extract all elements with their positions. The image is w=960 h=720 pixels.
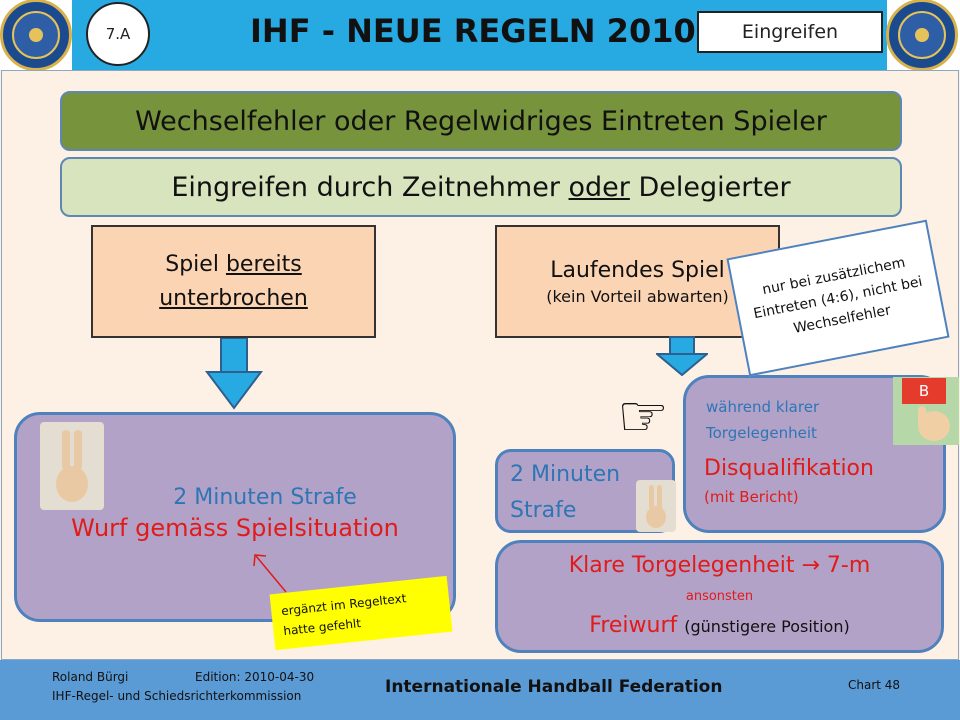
box-game-interrupted: Spiel bereits unterbrochen <box>91 225 376 338</box>
annotation-arrow-icon <box>253 554 287 593</box>
otherwise-text: ansonsten <box>685 589 754 604</box>
two-min-text-2: Strafe <box>510 498 577 523</box>
box-clear-chance: Klare Torgelegenheit → 7-m ansonsten Fre… <box>495 540 944 653</box>
clear-chance-line: Klare Torgelegenheit → 7-m <box>498 553 941 578</box>
better-position-text: (günstigere Position) <box>684 617 850 636</box>
chart-number-badge: 7.A <box>86 2 150 66</box>
disq-text-1: während klarer <box>706 398 820 416</box>
ihf-logo-right <box>886 0 958 71</box>
page-title: IHF - NEUE REGELN 2010 <box>250 12 696 50</box>
ihf-logo-left <box>0 0 72 71</box>
penalty-2min-text: 2 Minuten Strafe <box>173 485 357 510</box>
topic-label: Eingreifen <box>697 11 883 53</box>
pointing-hand-icon: ☞ <box>617 382 669 450</box>
disq-text-2: Torgelegenheit <box>706 424 817 442</box>
two-min-text-1: 2 Minuten <box>510 462 621 487</box>
header-bar-violation: Wechselfehler oder Regelwidriges Eintret… <box>60 91 902 151</box>
interrupted-text-2: unterbrochen <box>159 285 308 311</box>
footer: Roland Bürgi Edition: 2010-04-30 IHF-Reg… <box>0 660 960 720</box>
footer-organization: Internationale Handball Federation <box>385 677 723 697</box>
disq-text-3: Disqualifikation <box>704 456 874 481</box>
footer-edition: Edition: 2010-04-30 <box>195 670 315 684</box>
running-game-subtitle: (kein Vorteil abwarten) <box>546 286 729 306</box>
intervention-text-1: Eingreifen durch Zeitnehmer <box>171 171 569 203</box>
two-fingers-small-icon <box>636 480 676 532</box>
intervention-text-2: Delegierter <box>629 171 791 203</box>
interrupted-text-1: Spiel <box>165 251 226 277</box>
card-letter: B <box>902 378 946 404</box>
disq-text-4: (mit Bericht) <box>704 488 799 506</box>
footer-committee: IHF-Regel- und Schiedsrichterkommission <box>52 689 302 703</box>
clear-chance-text: Klare Torgelegenheit <box>568 553 802 578</box>
arrow-down-left-icon <box>205 338 263 410</box>
two-fingers-hand-icon <box>40 422 104 510</box>
running-game-title: Laufendes Spiel <box>550 257 725 283</box>
arrow-down-right-icon <box>656 336 708 376</box>
throw-game-situation-text: Wurf gemäss Spielsituation <box>71 514 399 542</box>
header-bar-intervention: Eingreifen durch Zeitnehmer oder Delegie… <box>60 157 902 217</box>
footer-author: Roland Bürgi <box>52 670 129 684</box>
hand-holding-card-icon <box>918 406 950 441</box>
free-throw-line: Freiwurf (günstigere Position) <box>498 613 941 638</box>
right-arrow-icon: → <box>801 553 820 578</box>
interrupted-text-already: bereits <box>225 251 302 277</box>
box-disqualification: während klarer Torgelegenheit Disqualifi… <box>683 375 946 533</box>
footer-chart-number: Chart 48 <box>848 678 901 692</box>
intervention-text-or: oder <box>568 171 630 203</box>
seven-meter-text: 7-m <box>819 553 871 578</box>
free-throw-text: Freiwurf <box>589 613 685 638</box>
